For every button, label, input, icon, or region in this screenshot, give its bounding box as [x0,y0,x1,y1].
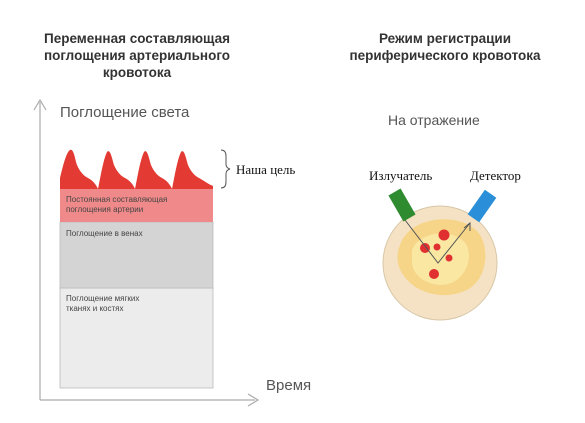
arterial-pulse-wave [60,149,213,189]
right-title-line-2: периферического кровотока [349,48,541,63]
right-panel-title: Режим регистрации периферического кровот… [320,30,570,64]
blood-vessel [433,243,441,251]
detector-icon [467,189,497,223]
light-path-arrow [463,221,471,231]
mode-label: На отражение [388,112,480,128]
y-axis-label: Поглощение света [60,104,190,121]
soft-tissue-band [59,287,214,389]
soft-tissue-band-label-line-1: Поглощение мягких [66,294,140,303]
arterial-band-label-line-1: Постоянная составляющая [66,195,168,204]
left-title-line-2: поглощения артериального [43,48,231,63]
soft-tissue-band-label-line-2: тканях и костях [66,304,124,313]
target-label: Наша цель [236,162,296,177]
blood-vessel [429,269,439,279]
emitter-icon [388,188,416,222]
arterial-band-label-line-2: поглощения артерии [66,205,144,214]
light-path [404,219,471,264]
veins-band [59,221,214,289]
x-axis-arrow [247,393,260,407]
left-panel-title: Переменная составляющая поглощения артер… [22,30,252,81]
y-axis-arrow [33,98,47,111]
x-axis-label: Время [266,377,312,394]
arterial-constant-band [60,189,213,222]
blood-vessel [420,243,430,253]
veins-band-label: Поглощение в венах [66,229,143,238]
target-bracket [220,149,231,189]
blood-vessel [445,254,453,262]
emitter-label: Излучатель [369,168,433,183]
arterial-band-label: Постоянная составляющая поглощения артер… [66,195,211,215]
soft-tissue-band-label: Поглощение мягких тканях и костях [66,294,211,314]
left-title-line-3: кровотока [102,65,172,80]
detector-label: Детектор [470,168,521,183]
blood-vessel [438,229,450,241]
left-title-line-1: Переменная составляющая [44,31,230,46]
right-title-line-1: Режим регистрации [378,31,512,46]
